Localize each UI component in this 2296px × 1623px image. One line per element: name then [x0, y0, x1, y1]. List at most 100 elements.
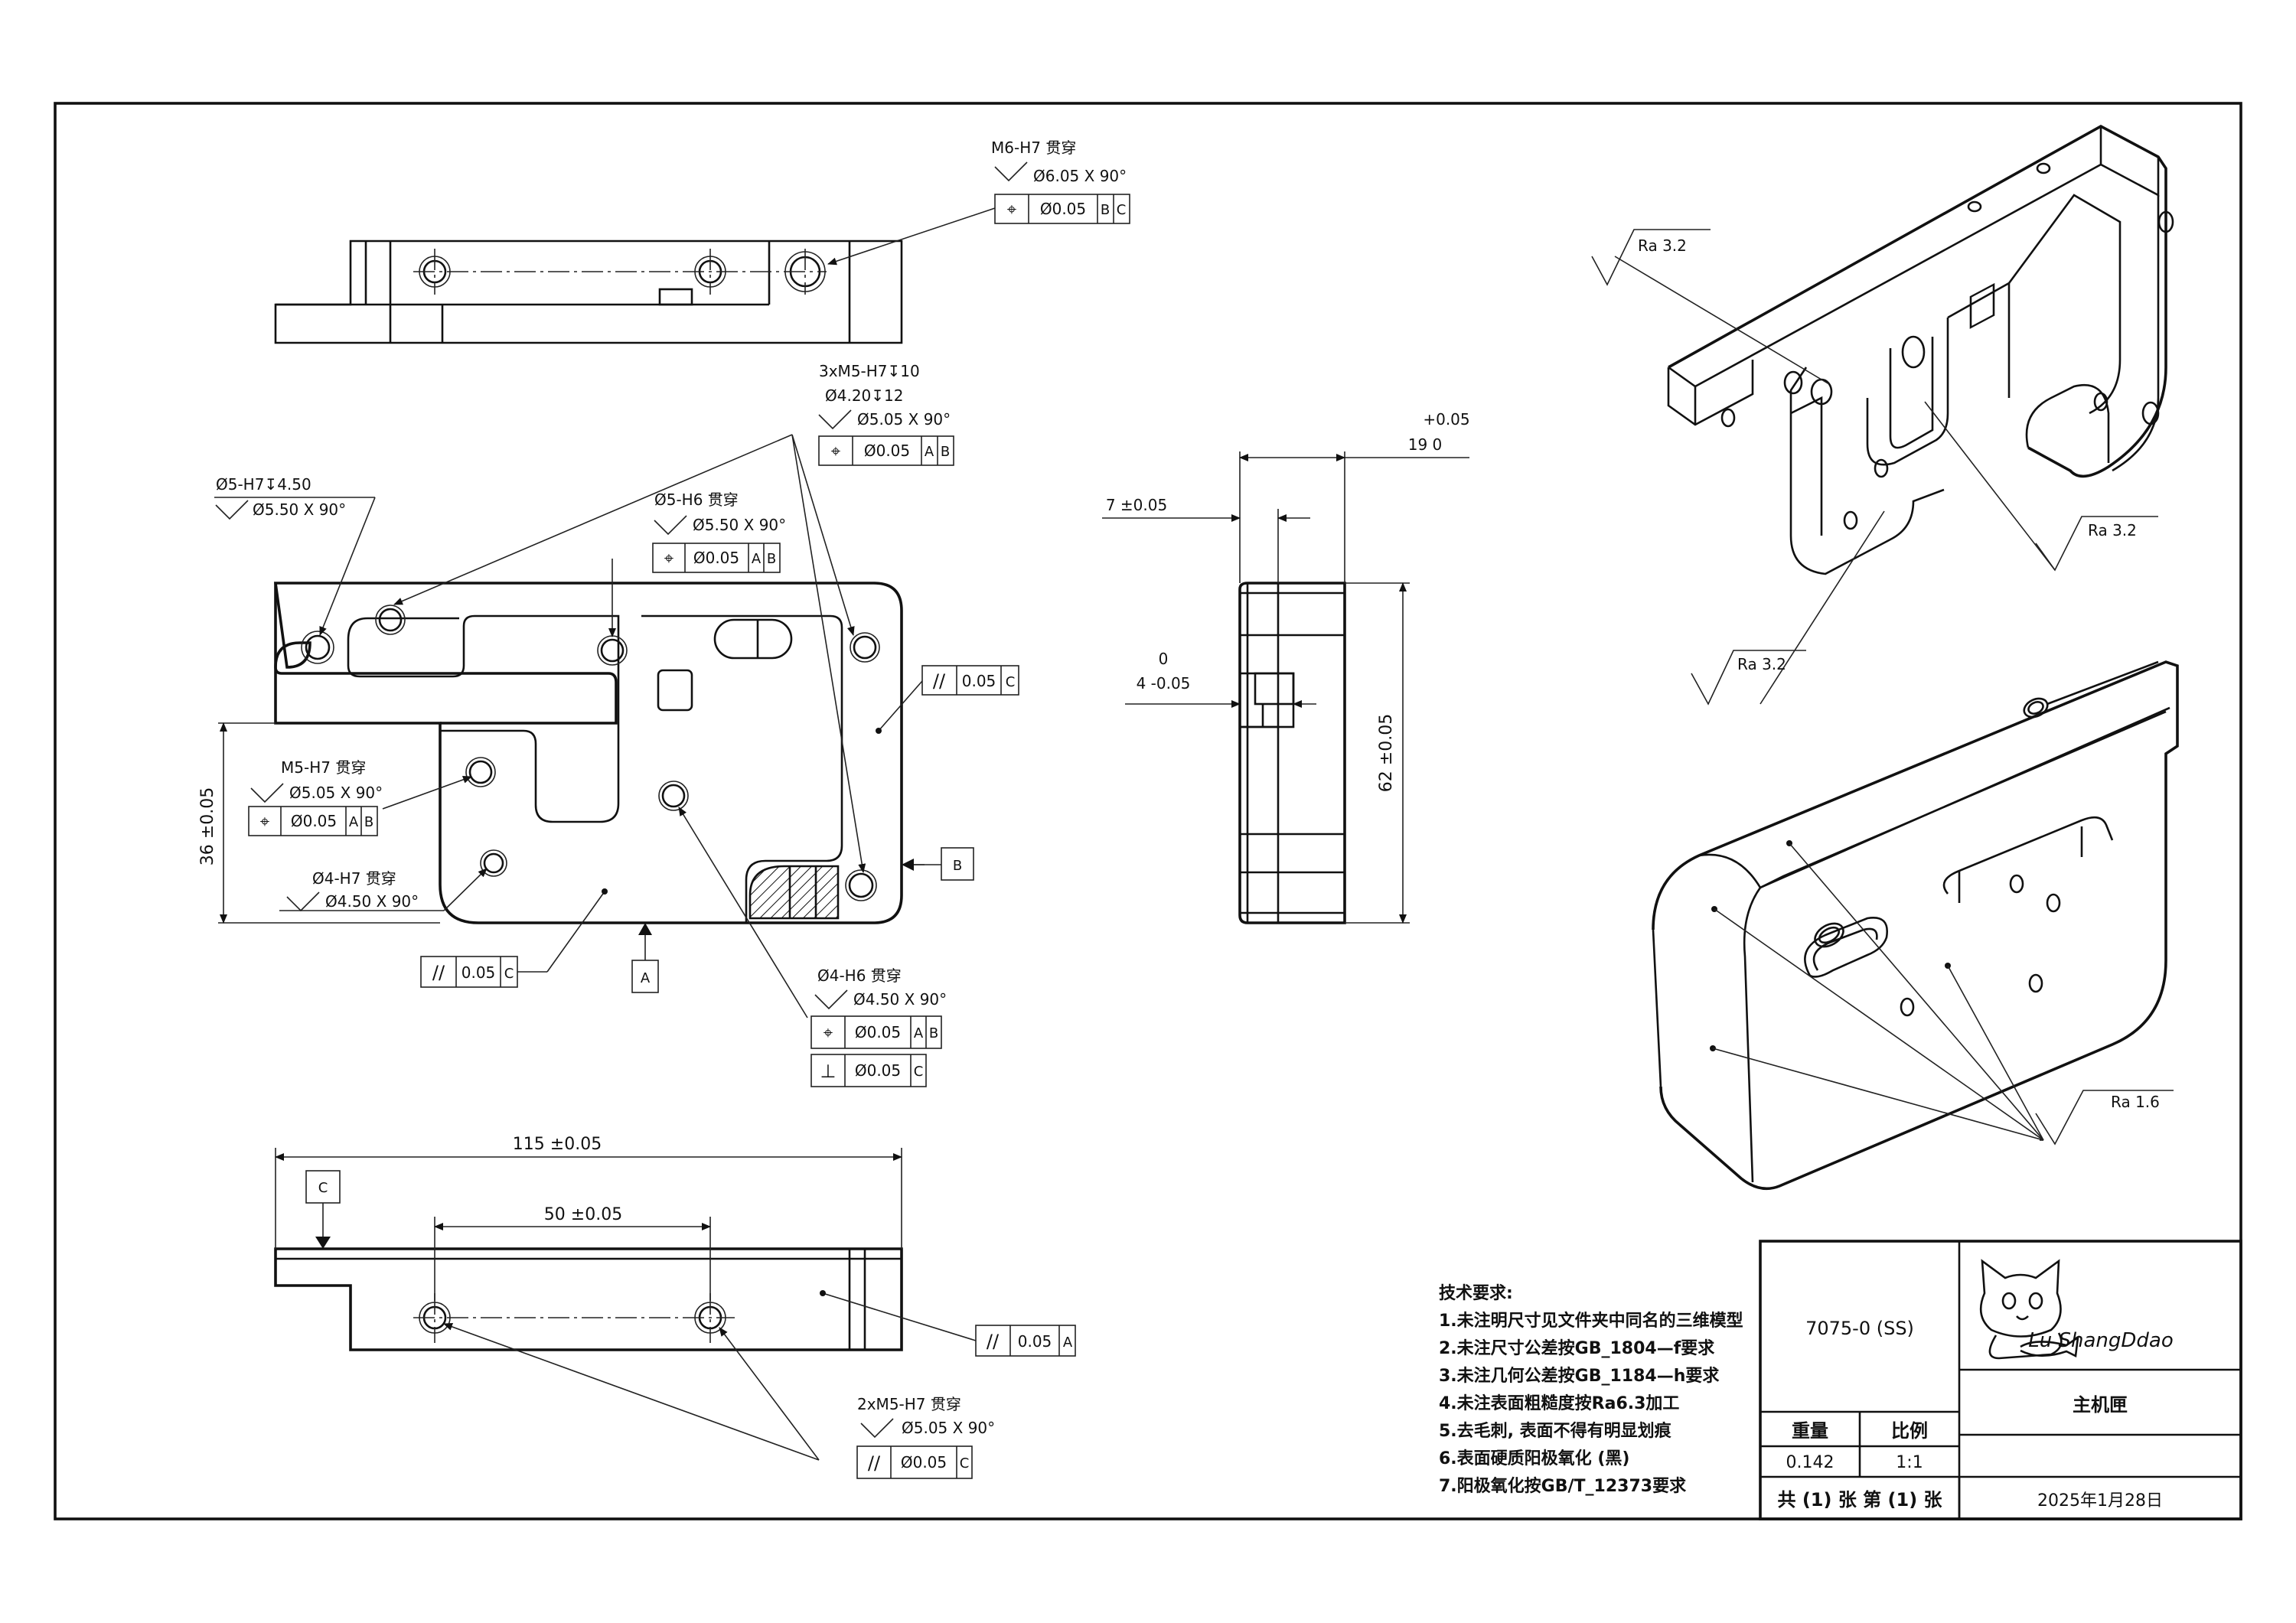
svg-text:4 -0.05: 4 -0.05 [1137, 674, 1191, 693]
fcf-parallel-right: // 0.05 C [921, 665, 1019, 696]
svg-text:Ø0.05: Ø0.05 [693, 549, 739, 567]
svg-text:C: C [318, 1180, 328, 1196]
tech-title: 技术要求: [1439, 1284, 1513, 1303]
svg-text://: // [432, 962, 445, 983]
fcf-d4h6: ⌖ Ø0.05 A B ⊥ Ø0.05 C [810, 1015, 942, 1087]
svg-text:B: B [767, 551, 776, 567]
tech-requirements: 技术要求: 1.未注明尺寸见文件夹中同名的三维模型 2.未注尺寸公差按GB_18… [1439, 1284, 1743, 1496]
front-view: 36 ±0.05 3xM5-H7↧10 Ø4.20↧12 Ø5.05 X 90°… [198, 362, 1019, 1087]
svg-text:Ø5.50 X 90°: Ø5.50 X 90° [693, 516, 786, 534]
dim-115: 115 ±0.05 [513, 1135, 602, 1154]
svg-text:Ø0.05: Ø0.05 [864, 442, 910, 460]
svg-text:0.05: 0.05 [1018, 1332, 1052, 1351]
tech-item: 6.表面硬质阳极氧化 (黑) [1439, 1449, 1629, 1468]
fcf-2xm5: // Ø0.05 C [856, 1445, 973, 1479]
svg-text:7 ±0.05: 7 ±0.05 [1106, 496, 1167, 514]
svg-text:A: A [641, 970, 651, 986]
svg-text:B: B [929, 1025, 938, 1041]
fcf-parallel-a: // 0.05 A [975, 1325, 1076, 1357]
svg-text:0: 0 [1159, 650, 1169, 668]
svg-text:Ø0.05: Ø0.05 [291, 812, 337, 830]
tech-item: 2.未注尺寸公差按GB_1804—f要求 [1439, 1338, 1714, 1358]
svg-text:⌖: ⌖ [831, 442, 840, 461]
svg-text:Ø5.50 X 90°: Ø5.50 X 90° [253, 500, 346, 519]
svg-text:B: B [953, 858, 962, 874]
tech-item: 3.未注几何公差按GB_1184—h要求 [1439, 1366, 1719, 1386]
svg-text:C: C [960, 1455, 970, 1471]
svg-text:19 0: 19 0 [1408, 435, 1443, 454]
fcf-parallel-bottom: // 0.05 C [420, 956, 547, 988]
svg-text:Ra 3.2: Ra 3.2 [1737, 655, 1786, 673]
tech-item: 7.阳极氧化按GB/T_12373要求 [1439, 1476, 1686, 1496]
svg-text:Ø4.20↧12: Ø4.20↧12 [825, 386, 903, 405]
svg-text:B: B [941, 444, 950, 460]
feature-control-frame: ⌖ Ø0.05 B C [994, 194, 1130, 224]
svg-text:Ø4-H7 贯穿: Ø4-H7 贯穿 [312, 869, 396, 888]
iso-view-upper: Ra 3.2 Ra 3.2 Ra 3.2 [1591, 124, 2174, 706]
svg-text:A: A [1063, 1335, 1073, 1351]
svg-text:Ø4.50 X 90°: Ø4.50 X 90° [325, 892, 419, 911]
datum-b [941, 847, 974, 881]
dim-36: 36 ±0.05 [198, 787, 217, 865]
weight-value: 0.142 [1786, 1453, 1835, 1472]
svg-text:3xM5-H7↧10: 3xM5-H7↧10 [819, 362, 920, 380]
fcf-d5h6: ⌖ Ø0.05 A B [652, 543, 781, 573]
svg-text:⌖: ⌖ [664, 549, 673, 569]
svg-text:B: B [364, 814, 373, 830]
svg-text:Ø5-H7↧4.50: Ø5-H7↧4.50 [216, 475, 311, 494]
svg-text:Ra 3.2: Ra 3.2 [1638, 236, 1687, 255]
svg-text:⌖: ⌖ [1007, 200, 1016, 220]
svg-text:Ø4.50 X 90°: Ø4.50 X 90° [853, 990, 947, 1009]
dim-62: 62 ±0.05 [1377, 714, 1396, 792]
svg-text:C: C [914, 1064, 924, 1080]
tech-item: 4.未注表面粗糙度按Ra6.3加工 [1439, 1393, 1679, 1413]
svg-text:M5-H7 贯穿: M5-H7 贯穿 [281, 758, 366, 777]
svg-text://: // [933, 670, 946, 692]
side-view: +0.05 19 0 7 ±0.05 0 4 -0.05 62 ±0.05 [1102, 410, 1470, 924]
svg-text:A: A [349, 814, 359, 830]
fcf-m5: ⌖ Ø0.05 A B [248, 806, 378, 836]
svg-text:Ra 3.2: Ra 3.2 [2088, 521, 2137, 539]
svg-text:2xM5-H7 贯穿: 2xM5-H7 贯穿 [857, 1395, 961, 1413]
svg-text:Ra 1.6: Ra 1.6 [2111, 1093, 2160, 1111]
svg-text:Ø0.05: Ø0.05 [901, 1453, 947, 1471]
logo-text: Lu ShangDdao [2028, 1329, 2174, 1352]
callout-line1: M6-H7 贯穿 [991, 139, 1076, 157]
svg-text:Ø0.05: Ø0.05 [855, 1061, 901, 1080]
part-name: 主机匣 [2073, 1394, 2128, 1416]
svg-text:A: A [914, 1025, 924, 1041]
bottom-view: 115 ±0.05 50 ±0.05 C // 0.05 A 2xM5-H7 贯… [274, 1135, 1076, 1479]
svg-text:0.05: 0.05 [962, 672, 996, 690]
svg-text:⌖: ⌖ [823, 1024, 833, 1043]
svg-text:C: C [504, 966, 514, 982]
callout-line2: Ø6.05 X 90° [1033, 167, 1127, 185]
scale-value: 1:1 [1896, 1453, 1923, 1472]
svg-text:C: C [1117, 202, 1127, 218]
svg-text://: // [868, 1452, 881, 1474]
material: 7075-0 (SS) [1805, 1318, 1914, 1339]
svg-text:Ø4-H6 贯穿: Ø4-H6 贯穿 [817, 966, 902, 985]
svg-text:Ø5.05 X 90°: Ø5.05 X 90° [902, 1419, 995, 1437]
dim-50: 50 ±0.05 [544, 1205, 622, 1224]
svg-text:Ø5.05 X 90°: Ø5.05 X 90° [289, 784, 383, 802]
svg-text:A: A [752, 551, 762, 567]
svg-text:B: B [1101, 202, 1110, 218]
svg-text://: // [987, 1331, 1000, 1352]
svg-text:C: C [1006, 674, 1016, 690]
svg-text:Ø5-H6 贯穿: Ø5-H6 贯穿 [654, 490, 739, 509]
scale-label: 比例 [1891, 1420, 1928, 1442]
drawing-frame [54, 102, 2242, 1520]
weight-label: 重量 [1792, 1420, 1828, 1442]
fcf-3xm5: ⌖ Ø0.05 A B [818, 435, 954, 466]
svg-text:Ø0.05: Ø0.05 [855, 1023, 901, 1041]
cat-logo [1979, 1259, 2079, 1360]
svg-text:⊥: ⊥ [820, 1061, 837, 1082]
tech-item: 1.未注明尺寸见文件夹中同名的三维模型 [1439, 1311, 1743, 1331]
svg-text:+0.05: +0.05 [1423, 410, 1469, 429]
svg-text:0.05: 0.05 [461, 963, 496, 982]
svg-text:⌖: ⌖ [260, 813, 269, 832]
iso-view-lower: Ra 1.6 [1652, 660, 2179, 1191]
svg-text:Ø5.05 X 90°: Ø5.05 X 90° [857, 410, 951, 429]
date: 2025年1月28日 [2037, 1491, 2163, 1511]
